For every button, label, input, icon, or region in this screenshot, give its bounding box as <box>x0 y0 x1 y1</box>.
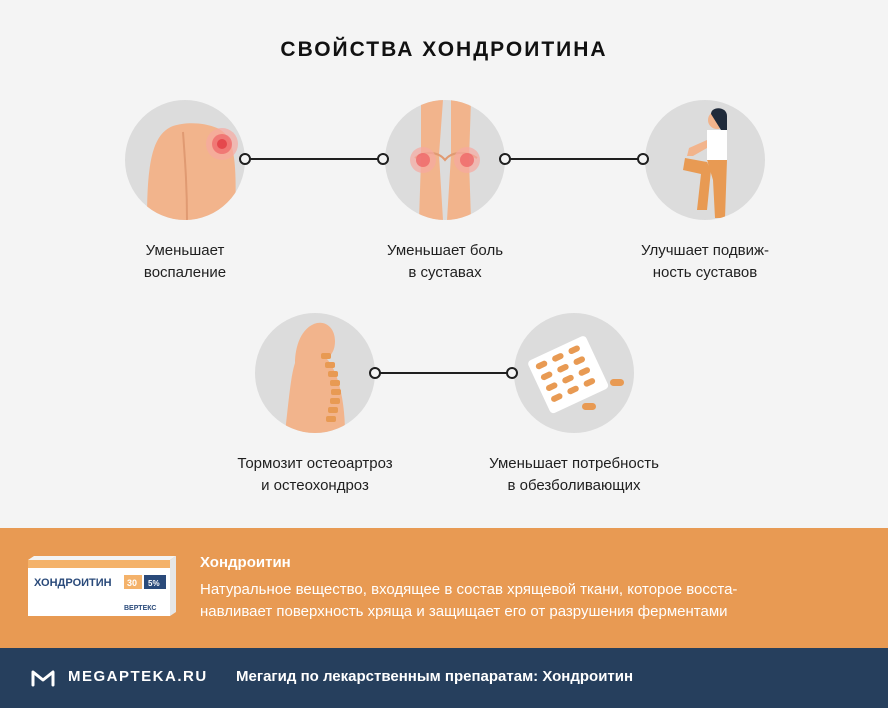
info-band: ХОНДРОИТИН 30 5% ВЕРТЕКС Хондроитин Нату… <box>0 528 888 648</box>
package-brand: ВЕРТЕКС <box>124 605 156 612</box>
package-dose: 5% <box>148 579 160 588</box>
footer: MEGAPTEKA.RU Мегагид по лекарственным пр… <box>0 648 888 708</box>
connector-dot <box>637 153 649 165</box>
connector-line <box>247 158 383 160</box>
megapteka-logo-icon <box>31 670 55 687</box>
connector-dot <box>239 153 251 165</box>
property-label: Улучшает подвиж-ность суставов <box>640 242 770 281</box>
medicine-package-icon: ХОНДРОИТИН 30 5% ВЕРТЕКС <box>28 556 176 616</box>
footer-caption: Мегагид по лекарственным препаратам: Хон… <box>236 668 634 685</box>
shoulder-pain-icon <box>125 100 245 220</box>
connector-dot <box>499 153 511 165</box>
spine-icon <box>255 313 375 433</box>
knee-pain-icon <box>385 100 505 220</box>
info-title: Хондроитин <box>200 554 291 571</box>
pills-icon <box>514 313 634 433</box>
connector-dot <box>506 367 518 379</box>
connector-dot <box>377 153 389 165</box>
info-description: Натуральное вещество, входящее в состав … <box>200 581 738 620</box>
package-count: 30 <box>127 578 137 588</box>
page-title: СВОЙСТВА ХОНДРОИТИНА <box>280 38 608 61</box>
connector-line <box>377 372 512 374</box>
connector-dot <box>369 367 381 379</box>
footer-logo[interactable]: MEGAPTEKA.RU <box>68 668 208 685</box>
connector-line <box>507 158 643 160</box>
package-name: ХОНДРОИТИН <box>34 577 112 589</box>
joint-mobility-icon <box>645 100 765 220</box>
